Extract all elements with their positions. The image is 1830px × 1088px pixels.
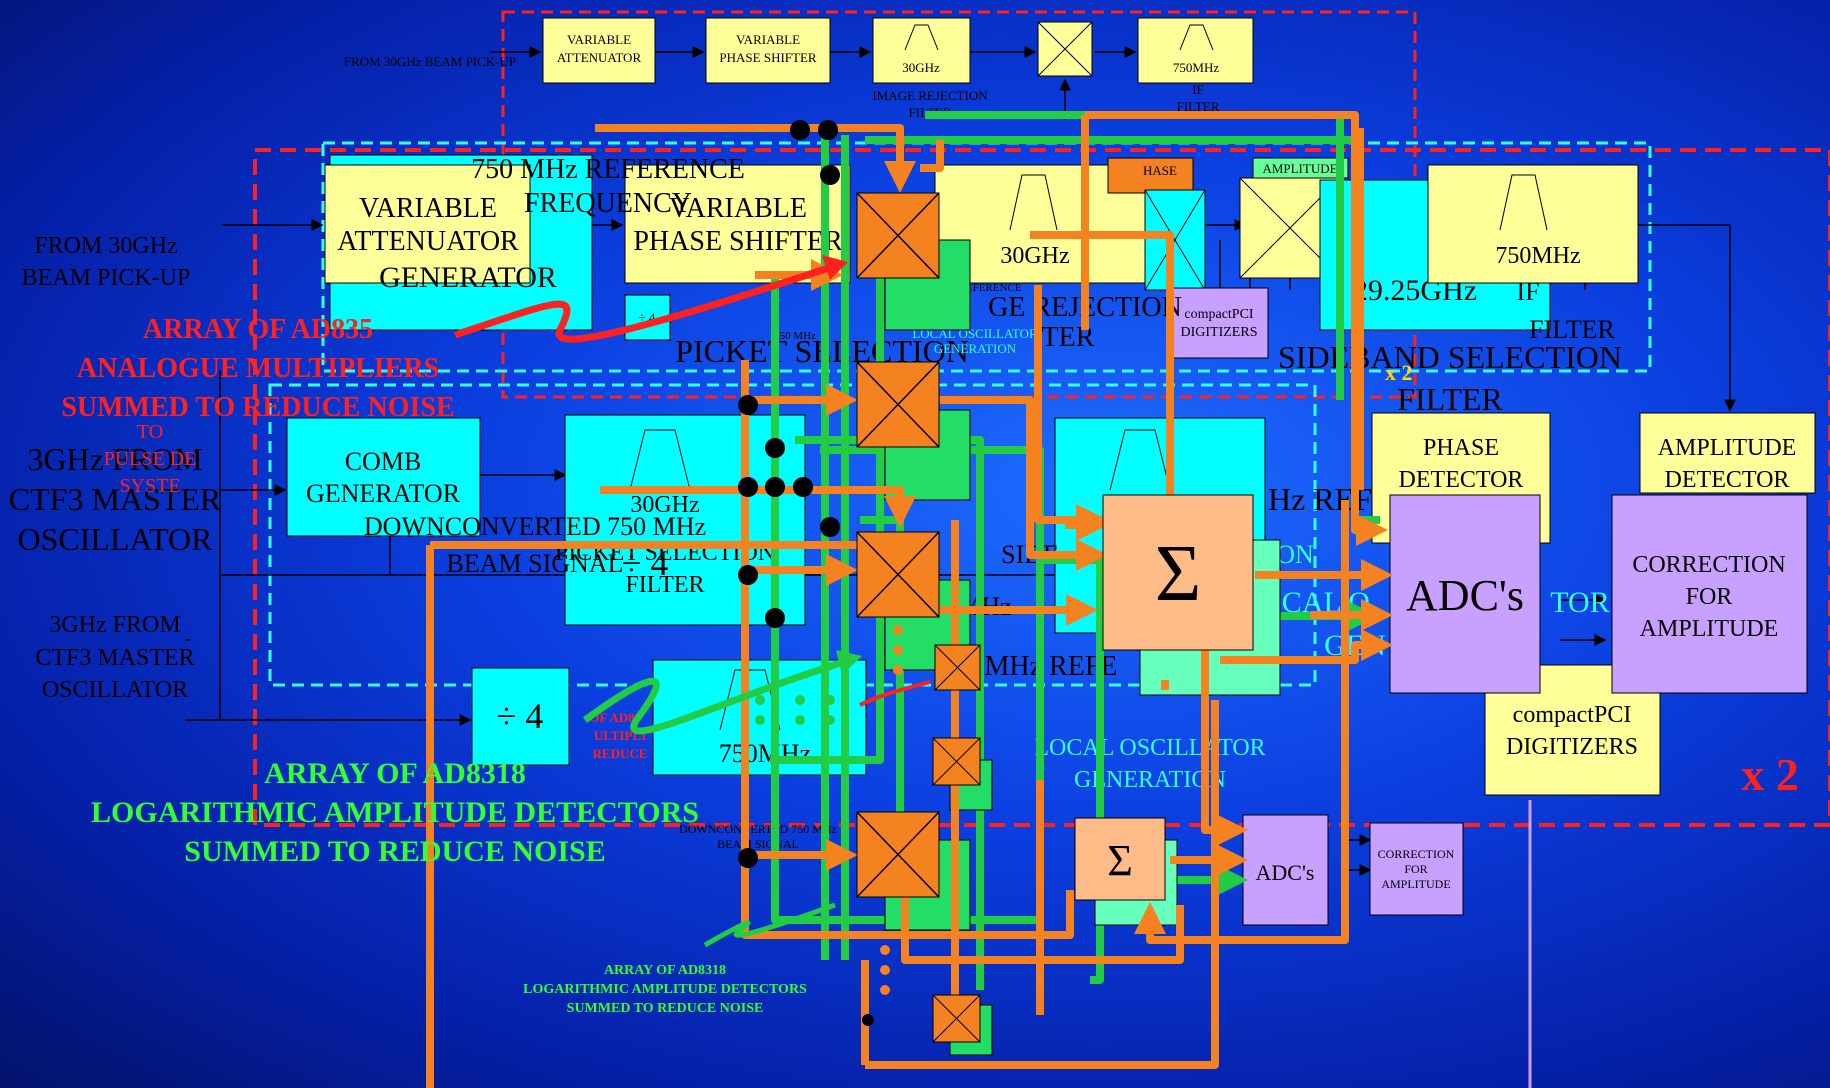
svg-text:SUMMED TO REDUCE NOISE: SUMMED TO REDUCE NOISE [61,392,454,423]
osc-label-small: 3GHz FROM [49,612,180,638]
svg-text:750MHz: 750MHz [1173,60,1219,75]
top-if-filter-label: IF [1192,82,1204,97]
svg-text:ANALOGUE MULTIPLIERS: ANALOGUE MULTIPLIERS [77,353,439,384]
left-labels: 3GHz FROM CTF3 MASTER OSCILLATOR TO PULS… [9,421,222,703]
svg-text:ADC's: ADC's [1406,571,1524,620]
svg-text:VARIABLE: VARIABLE [359,193,497,224]
svg-text:AMPLITUDE: AMPLITUDE [1658,435,1797,461]
svg-text:PHASE: PHASE [1423,435,1499,461]
multiplier-1 [857,193,939,278]
multiplier-4 [857,812,939,897]
svg-text:GENERATION: GENERATION [934,341,1017,356]
lo-generation-label: LOCAL OSCILLATOR [1034,735,1265,761]
svg-text:Σ: Σ [1107,836,1133,885]
mid-if-filter-label: IF [1516,277,1539,306]
mid-sideband-label: SIDEBAND SELECTION [1278,339,1622,375]
svg-text:PHASE SHIFTER: PHASE SHIFTER [719,50,816,65]
svg-text:OSCILLATOR: OSCILLATOR [18,521,214,557]
top-image-rejection-label: IMAGE REJECTION [872,88,988,103]
svg-text:FILTER: FILTER [1397,381,1503,417]
svg-text:SUMMED TO REDUCE NOISE: SUMMED TO REDUCE NOISE [567,1001,764,1016]
svg-text:DIGITIZERS: DIGITIZERS [1181,325,1258,340]
svg-text:VARIABLE: VARIABLE [736,32,800,47]
mid-cpci-small [1170,288,1268,358]
svg-text:AMPLITUDE: AMPLITUDE [1640,616,1779,642]
svg-text:750MHz: 750MHz [1495,243,1580,269]
mid-generator-label: GENERATOR [379,261,557,294]
svg-text:ARRAY OF AD8318: ARRAY OF AD8318 [264,757,526,790]
svg-text:CTF3 MASTER: CTF3 MASTER [35,645,194,671]
svg-text:SYSTE: SYSTE [119,475,180,497]
svg-text:DETECTOR: DETECTOR [1665,467,1790,493]
annotation-logamp: ARRAY OF AD8318 LOGARITHMIC AMPLITUDE DE… [91,757,699,868]
svg-text:FOR: FOR [1404,862,1427,876]
svg-text:LOGARITHMIC AMPLITUDE DETECTOR: LOGARITHMIC AMPLITUDE DETECTORS [91,796,699,829]
svg-text:FOR: FOR [1686,584,1733,610]
svg-text:PULSE DE: PULSE DE [104,448,197,470]
svg-text:BEAM PICK-UP: BEAM PICK-UP [22,265,191,291]
x2-label: x 2 [1741,749,1799,800]
svg-text:CTF3 MASTER: CTF3 MASTER [9,481,222,517]
svg-text:ATTENUATOR: ATTENUATOR [557,50,642,65]
svg-text:REDUCE: REDUCE [593,746,648,761]
svg-text:VARIABLE: VARIABLE [567,32,631,47]
svg-text:compactPCI: compactPCI [1513,702,1632,728]
svg-text:COMB: COMB [345,447,422,476]
multiplier-small-2 [933,738,980,785]
svg-text:BEAM SIGNAL: BEAM SIGNAL [447,549,624,578]
summer-small: Σ [1075,818,1165,900]
svg-text:GENERATOR: GENERATOR [306,479,461,508]
multiplier-3 [857,532,939,617]
svg-text:CORRECTION: CORRECTION [1632,552,1785,578]
svg-text:CORRECTION: CORRECTION [1378,847,1455,861]
mid-from-pickup: FROM 30GHz [34,233,177,259]
svg-text:30GHz: 30GHz [902,60,940,75]
summer-big: Σ [1103,495,1253,650]
svg-text:÷ 4: ÷ 4 [497,696,544,736]
top-from-pickup: FROM 30GHz BEAM PICK-UP [344,54,516,69]
to-pulse-label: TO [137,421,163,443]
multiplier-small-1 [935,645,980,690]
svg-text:ARRAY OF AD8318: ARRAY OF AD8318 [604,963,726,978]
mid-x2-small: x 2 [1385,360,1413,385]
svg-text:TOR: TOR [1550,586,1609,619]
downconv-small-label: DOWNCONVERTED 750 MHz [679,822,837,836]
svg-text:DETECTOR: DETECTOR [1399,467,1524,493]
svg-text:BEAM SIGNAL: BEAM SIGNAL [717,837,799,851]
multiplier-2 [857,362,939,447]
svg-text:30GHz: 30GHz [1000,243,1069,269]
svg-text:AMPLITUDE: AMPLITUDE [1381,877,1450,891]
svg-text:LOGARITHMIC AMPLITUDE DETECTOR: LOGARITHMIC AMPLITUDE DETECTORS [523,982,807,997]
svg-text:Σ: Σ [1155,530,1202,618]
svg-text:DIGITIZERS: DIGITIZERS [1506,734,1638,760]
svg-text:AMPLITUDE: AMPLITUDE [1262,161,1337,176]
svg-text:ATTENUATOR: ATTENUATOR [337,226,519,257]
svg-text:SUMMED TO REDUCE NOISE: SUMMED TO REDUCE NOISE [184,835,605,868]
svg-text:FREQUENCY: FREQUENCY [524,188,692,219]
svg-text:OSCILLATOR: OSCILLATOR [42,677,188,703]
svg-text:ON: ON [1276,540,1314,569]
svg-text:compactPCI: compactPCI [1184,307,1254,322]
svg-text:ADC's: ADC's [1256,860,1315,885]
mid-ref-small: 750 MHz [774,330,816,342]
svg-text:ARRAY OF AD835: ARRAY OF AD835 [143,314,373,345]
downconverted-label: DOWNCONVERTED 750 MHz [364,512,706,541]
svg-text:PHASE SHIFTER: PHASE SHIFTER [633,226,843,257]
top-chain: FROM 30GHz BEAM PICK-UP VARIABLE ATTENUA… [344,18,1253,120]
annotation-logamp-small: ARRAY OF AD8318 LOGARITHMIC AMPLITUDE DE… [523,963,807,1016]
svg-text:HASE: HASE [1143,163,1177,178]
mid-ref-freq-label: 750 MHz REFERENCE [471,154,745,185]
multiplier-small-3 [933,995,980,1042]
